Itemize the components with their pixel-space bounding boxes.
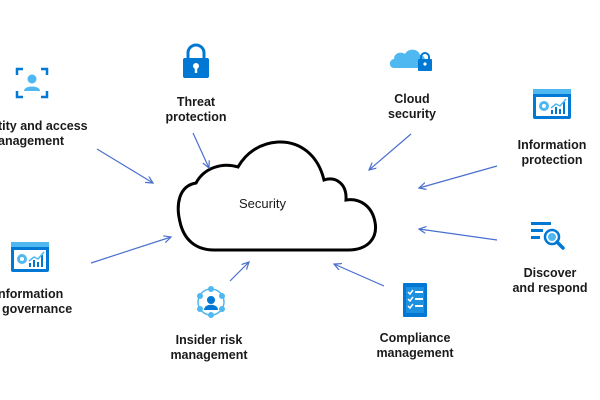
node-info-governance-line1: nformation: [0, 287, 64, 301]
arrow-compliance: [334, 264, 385, 287]
search-list-icon: [531, 222, 565, 250]
node-insider-line1: Insider risk: [175, 333, 243, 347]
node-info-protection: Information protection: [510, 138, 594, 168]
node-identity-line1: tity and access: [0, 119, 88, 133]
node-discover-line2: and respond: [512, 281, 588, 295]
arrow-cloud: [369, 133, 412, 170]
node-insider-line2: management: [170, 348, 248, 362]
arrow-discover: [419, 229, 498, 241]
arrow-threat: [192, 132, 209, 168]
arrow-info-protection: [419, 165, 498, 188]
arrow-identity: [96, 148, 153, 183]
center-label: Security: [239, 196, 286, 211]
node-cloud: Cloud security: [374, 92, 450, 122]
node-threat-line2: protection: [165, 110, 227, 124]
arrow-info-governance: [90, 237, 171, 264]
node-identity-line2: anagement: [0, 134, 64, 148]
node-insider: Insider risk management: [166, 333, 252, 363]
node-info-governance: nformation governance: [0, 287, 72, 317]
node-threat: Threat protection: [158, 95, 234, 125]
dashboard-chart-icon: [533, 89, 571, 119]
node-info-governance-line2: governance: [2, 302, 73, 316]
security-cloud: [176, 140, 378, 252]
node-cloud-line1: Cloud: [394, 92, 430, 106]
node-compliance: Compliance management: [372, 331, 458, 361]
identity-scan-icon: [15, 67, 49, 99]
cloud-lock-icon: [389, 49, 432, 71]
lock-icon: [183, 43, 209, 78]
node-cloud-line2: security: [388, 107, 436, 121]
insider-network-icon: [197, 286, 225, 318]
checklist-icon: [403, 283, 427, 317]
node-compliance-line2: management: [376, 346, 454, 360]
node-compliance-line1: Compliance: [379, 331, 451, 345]
dashboard-chart-icon: [11, 242, 49, 272]
node-threat-line1: Threat: [176, 95, 216, 109]
node-info-protection-line2: protection: [521, 153, 583, 167]
node-identity: tity and access anagement: [0, 119, 88, 149]
node-info-protection-line1: Information: [517, 138, 587, 152]
arrow-insider: [229, 262, 249, 282]
node-discover: Discover and respond: [508, 266, 592, 296]
node-discover-line1: Discover: [523, 266, 577, 280]
